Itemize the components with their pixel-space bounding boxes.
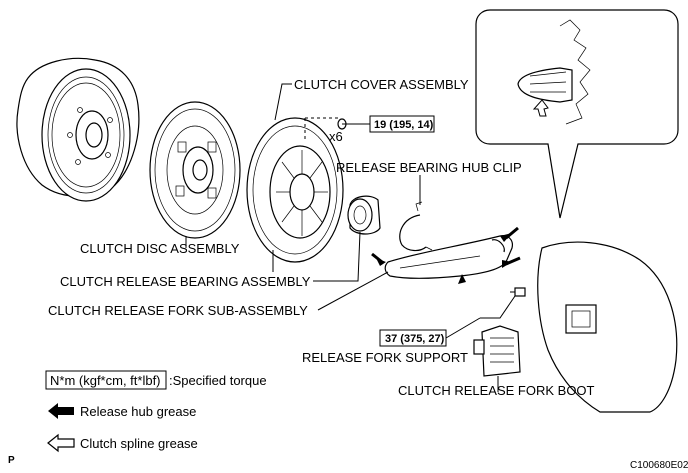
torque-box-fork-support: 37 (375, 27) (379, 329, 447, 347)
legend-torque-unit-box (45, 370, 167, 390)
legend-spline-grease: Clutch spline grease (80, 436, 198, 451)
torque-value-cover-bolt: 19 (195, 14) (374, 119, 434, 131)
label-clutch-release-fork-sub-assembly: CLUTCH RELEASE FORK SUB-ASSEMBLY (48, 303, 308, 318)
legend-hub-grease: Release hub grease (80, 404, 196, 419)
label-release-fork-support: RELEASE FORK SUPPORT (302, 350, 468, 365)
torque-box-cover-bolt: 19 (195, 14) (369, 115, 435, 133)
flywheel-drawing (16, 57, 140, 202)
hub-grease-markers (371, 226, 521, 284)
legend-torque-desc: :Specified torque (169, 373, 267, 388)
release-fork-drawing (317, 235, 513, 311)
torque-bolt-quantity: x6 (329, 129, 343, 144)
cover-bolt-drawing (304, 117, 370, 142)
legend-torque-unit: N*m (kgf*cm, ft*lbf) (50, 373, 161, 388)
spline-grease-legend-icon (47, 433, 75, 453)
corner-mark: P (8, 455, 15, 466)
fork-boot-drawing (473, 325, 521, 392)
label-clutch-release-fork-boot: CLUTCH RELEASE FORK BOOT (398, 383, 595, 398)
clutch-disc-drawing (149, 101, 241, 248)
label-clutch-disc-assembly: CLUTCH DISC ASSEMBLY (80, 241, 240, 256)
transmission-housing-drawing (537, 241, 678, 413)
clutch-cover-drawing (246, 83, 344, 272)
label-clutch-release-bearing-assembly: CLUTCH RELEASE BEARING ASSEMBLY (60, 274, 311, 289)
label-clutch-cover-assembly: CLUTCH COVER ASSEMBLY (294, 77, 469, 92)
release-bearing-drawing (313, 195, 381, 282)
spline-callout (475, 9, 679, 219)
hub-clip-drawing (399, 175, 433, 252)
hub-grease-legend-icon (48, 403, 74, 419)
label-release-bearing-hub-clip: RELEASE BEARING HUB CLIP (336, 160, 522, 175)
figure-code: C100680E02 (630, 460, 688, 471)
torque-value-fork-support: 37 (375, 27) (385, 333, 445, 345)
legend: N*m (kgf*cm, ft*lbf) :Specified torque R… (45, 370, 267, 453)
fork-support-drawing (480, 287, 526, 319)
